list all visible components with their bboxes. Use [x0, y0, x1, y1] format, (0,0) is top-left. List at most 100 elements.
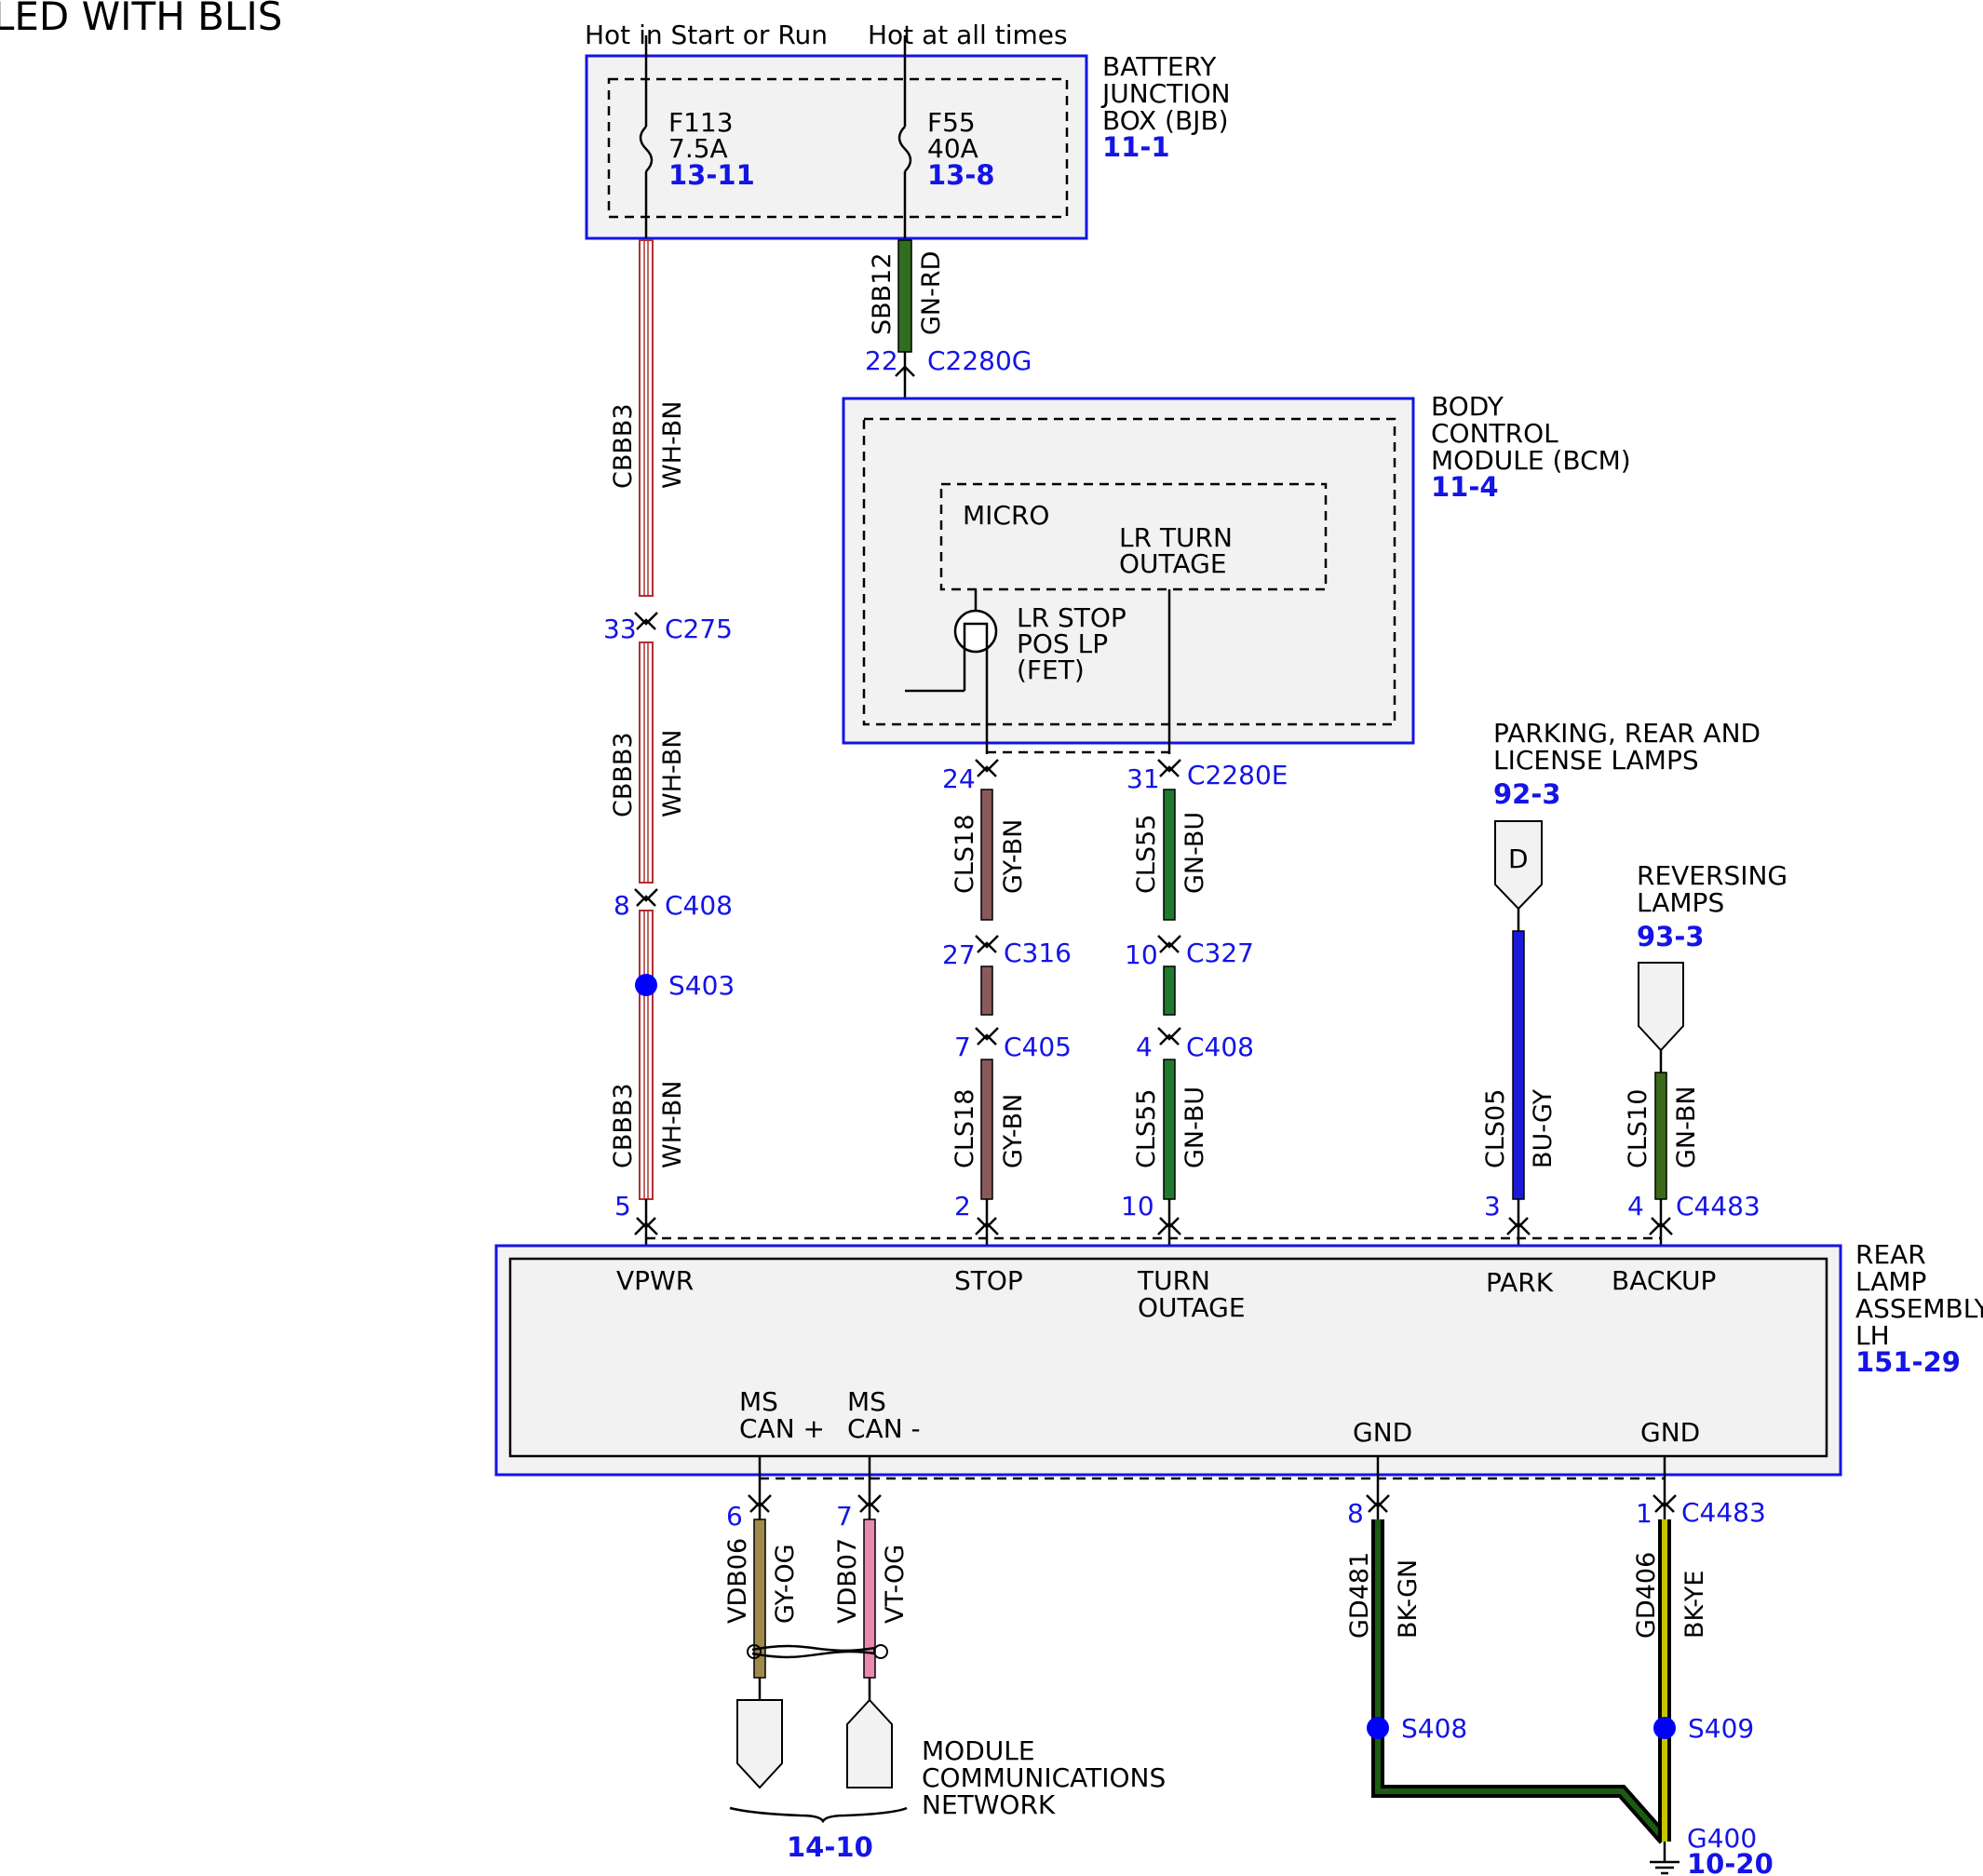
pin-park-label: PARK — [1486, 1267, 1554, 1298]
c4483-stop-pin: 2 — [954, 1191, 971, 1221]
fuse-f55-rating: 40A — [927, 133, 978, 164]
splice-s403[interactable] — [635, 974, 657, 996]
wire-sbb12-color: GN-RD — [917, 251, 946, 335]
bcm-ref[interactable]: 11-4 — [1431, 471, 1499, 503]
pin-ms-can-minus-line1: MS — [847, 1386, 886, 1417]
rear-lamp-name-line1: REAR — [1855, 1239, 1926, 1270]
fuse-f113-id: F113 — [668, 107, 734, 138]
bcm-lr-turn-line1: LR TURN — [1119, 522, 1233, 553]
bjb-ref[interactable]: 11-1 — [1102, 131, 1170, 163]
splice-s408[interactable] — [1367, 1717, 1389, 1739]
wire-cls18-b[interactable] — [980, 1059, 993, 1200]
wire-gd481[interactable] — [1371, 1519, 1670, 1844]
splice-s409[interactable] — [1653, 1717, 1676, 1739]
c4483-gnd2-pin: 1 — [1636, 1498, 1652, 1529]
wire-cls18-a-circuit: CLS18 — [951, 815, 979, 894]
wire-cls18-short[interactable] — [980, 965, 993, 1016]
c4483-can-minus-pin: 7 — [836, 1501, 853, 1532]
wire-cls05[interactable] — [1512, 930, 1525, 1200]
connector-c408-a[interactable] — [634, 888, 658, 907]
bcm-name-line1: BODY — [1431, 391, 1504, 422]
wire-cls55-a[interactable] — [1163, 789, 1176, 921]
c4483-can-plus-pin: 6 — [726, 1501, 743, 1532]
fuse-f113-ref[interactable]: 13-11 — [668, 159, 755, 191]
c2280e-id: C2280E — [1187, 760, 1288, 790]
wire-sbb12[interactable] — [897, 239, 912, 353]
network-name-line3: NETWORK — [922, 1789, 1056, 1820]
wire-gd481-color: BK-GN — [1394, 1559, 1423, 1639]
connector-c405[interactable] — [975, 1027, 999, 1046]
bcm-lr-turn-line2: OUTAGE — [1119, 548, 1227, 579]
can-minus-connector[interactable] — [846, 1678, 893, 1788]
rear-lamp-assembly[interactable] — [494, 1244, 1842, 1477]
wire-cls18-a[interactable] — [980, 789, 993, 921]
c4483-top-id: C4483 — [1676, 1191, 1760, 1221]
bjb-name-line1: BATTERY — [1102, 51, 1217, 82]
fuse-f55[interactable] — [897, 35, 912, 238]
reversing-ref[interactable]: 93-3 — [1637, 921, 1705, 952]
c2280e-pin-31: 31 — [1126, 763, 1160, 794]
wire-cbbb3-b-circuit: CBBB3 — [609, 732, 638, 817]
bcm-lr-stop-line1: LR STOP — [1017, 602, 1126, 633]
rear-lamp-name-line4: LH — [1855, 1320, 1890, 1351]
connector-c316[interactable] — [975, 935, 999, 953]
wire-cls10-circuit: CLS10 — [1624, 1089, 1652, 1168]
parking-connector[interactable] — [1494, 820, 1543, 931]
network-ref[interactable]: 14-10 — [787, 1831, 873, 1863]
battery-junction-box[interactable] — [585, 54, 1088, 240]
c4483-turn-pin: 10 — [1121, 1191, 1154, 1221]
wire-cls55-b[interactable] — [1163, 1059, 1176, 1200]
ground-g400-label: G400 — [1687, 1823, 1757, 1854]
c327-id: C327 — [1186, 938, 1254, 968]
rear-lamp-ref[interactable]: 151-29 — [1855, 1346, 1961, 1378]
connector-c2280e[interactable] — [975, 750, 1181, 777]
c4483-vpwr-pin: 5 — [614, 1191, 631, 1221]
c4483-bottom-id: C4483 — [1681, 1497, 1766, 1528]
wire-cls10[interactable] — [1654, 1072, 1667, 1200]
bcm-lr-stop-line2: POS LP — [1017, 628, 1108, 659]
ground-g400-icon[interactable] — [1650, 1842, 1679, 1875]
wire-vdb07-circuit: VDB07 — [833, 1538, 862, 1624]
pin-turn-label-line2: OUTAGE — [1138, 1292, 1246, 1323]
bcm-name-line2: CONTROL — [1431, 418, 1558, 449]
c4483-backup-pin: 4 — [1627, 1191, 1644, 1221]
wire-cbbb3-c-color: WH-BN — [658, 1081, 687, 1169]
c2280g-pin: 22 — [865, 345, 898, 376]
fuse-f113[interactable] — [639, 35, 654, 238]
pin-backup-label: BACKUP — [1612, 1265, 1716, 1296]
connector-c275[interactable] — [634, 612, 658, 630]
pin-ms-can-plus-line2: CAN + — [739, 1413, 825, 1444]
wire-vdb06-color: GY-OG — [771, 1544, 800, 1624]
diagram-title: LED WITH BLIS — [0, 0, 282, 39]
wire-gd406-circuit: GD406 — [1632, 1552, 1661, 1639]
c408-a-id: C408 — [665, 890, 733, 921]
wire-vdb07-color: VT-OG — [881, 1545, 910, 1624]
wire-gd481-circuit: GD481 — [1345, 1552, 1374, 1639]
wire-cls18-b-color: GY-BN — [999, 1094, 1028, 1168]
parking-ref[interactable]: 92-3 — [1493, 778, 1561, 810]
wire-cls18-a-color: GY-BN — [999, 819, 1028, 894]
c327-pin: 10 — [1125, 939, 1158, 970]
twisted-pair-symbol — [747, 1644, 888, 1659]
wire-cbbb3-c[interactable] — [639, 910, 654, 1200]
reversing-connector[interactable] — [1638, 962, 1684, 1073]
can-plus-connector[interactable] — [736, 1678, 783, 1789]
c408-b-pin: 4 — [1136, 1032, 1153, 1062]
wire-cls55-b-circuit: CLS55 — [1132, 1089, 1161, 1168]
fuse-f55-ref[interactable]: 13-8 — [927, 159, 995, 191]
connector-c327[interactable] — [1157, 935, 1181, 953]
wire-cls55-short[interactable] — [1163, 965, 1176, 1016]
wire-cbbb3-a[interactable] — [639, 239, 654, 597]
pin-vpwr-label: VPWR — [616, 1265, 694, 1296]
body-control-module[interactable] — [842, 397, 1415, 745]
ground-g400-ref[interactable]: 10-20 — [1687, 1848, 1774, 1876]
c4483-park-pin: 3 — [1484, 1191, 1501, 1221]
connector-c4483-bottom[interactable] — [748, 1456, 1677, 1519]
wire-cbbb3-b[interactable] — [639, 641, 654, 884]
c4483-gnd1-pin: 8 — [1347, 1498, 1364, 1529]
connector-c408-b[interactable] — [1157, 1027, 1181, 1046]
bcm-micro-label: MICRO — [963, 500, 1049, 531]
wire-cls55-a-color: GN-BU — [1180, 812, 1209, 894]
wire-cls55-a-circuit: CLS55 — [1132, 815, 1161, 894]
